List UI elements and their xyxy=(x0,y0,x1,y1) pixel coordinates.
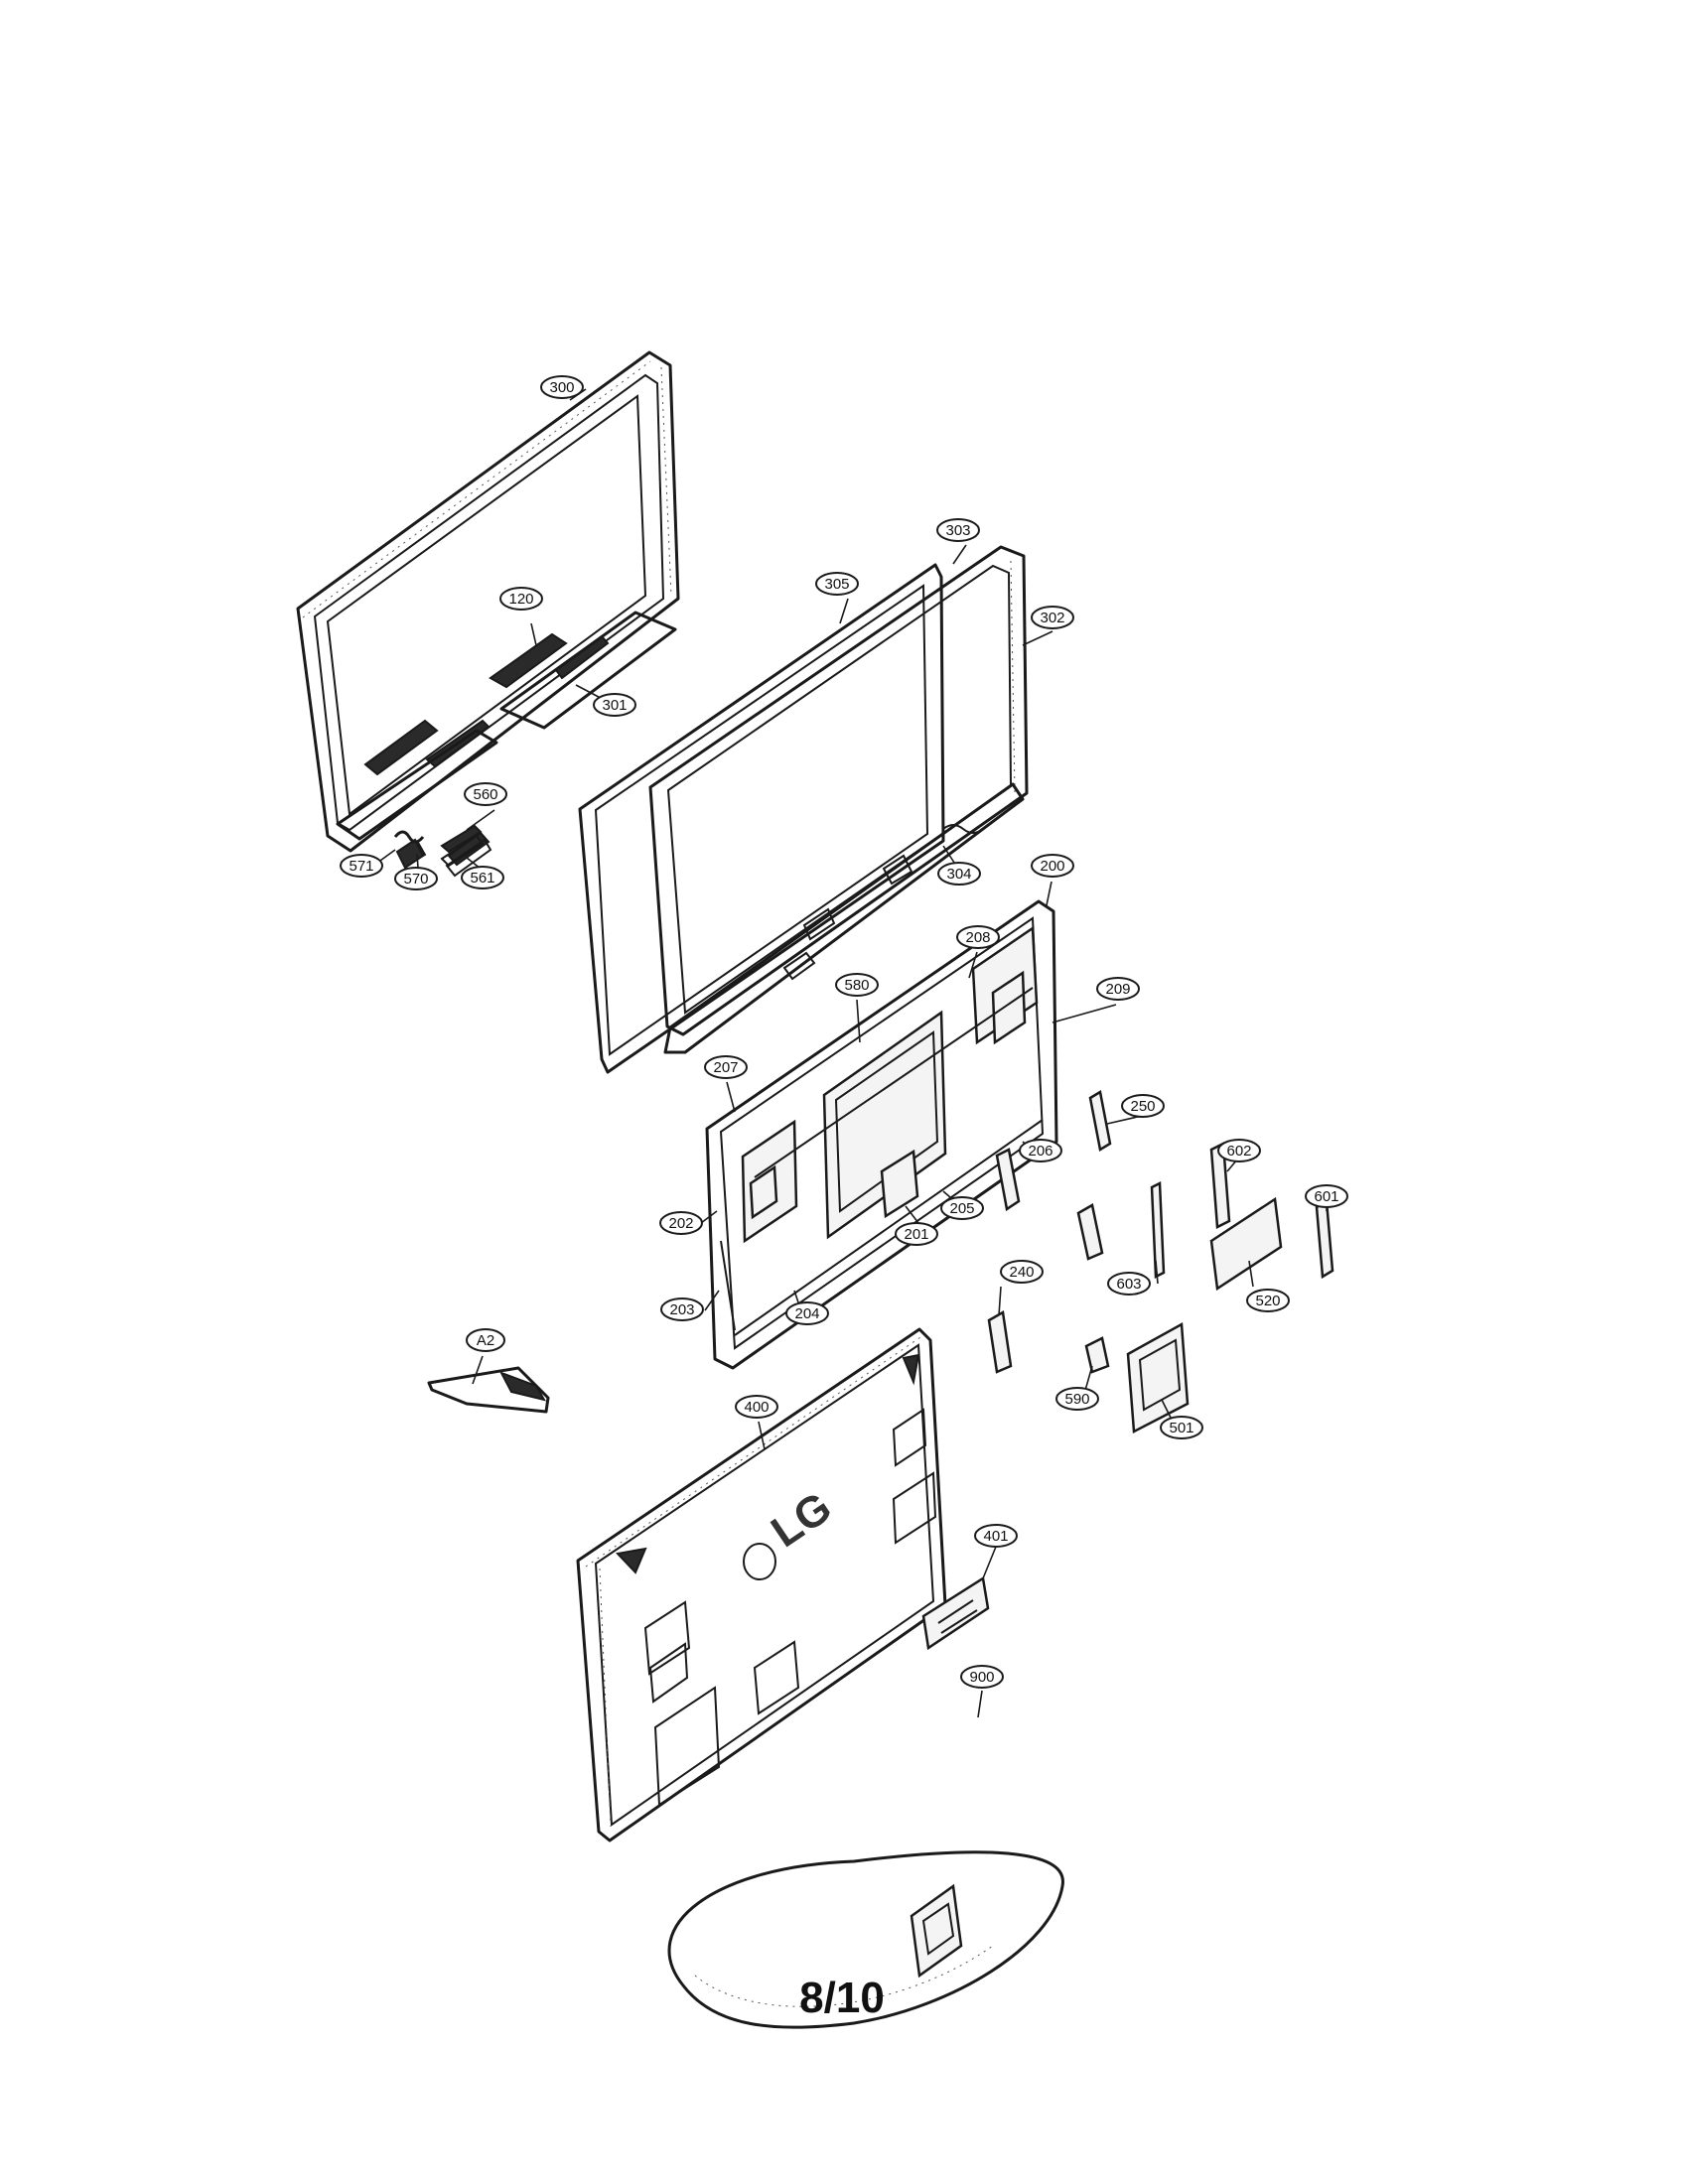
svg-text:602: 602 xyxy=(1226,1143,1251,1160)
back-cover-logo: LG xyxy=(763,1482,840,1557)
svg-text:200: 200 xyxy=(1040,858,1064,875)
callout-300: 300 xyxy=(540,375,584,399)
callout-561: 561 xyxy=(461,866,504,889)
callout-570: 570 xyxy=(394,867,438,890)
callout-401: 401 xyxy=(974,1524,1018,1548)
svg-text:120: 120 xyxy=(508,591,533,608)
svg-text:301: 301 xyxy=(602,697,627,714)
callout-560: 560 xyxy=(464,782,507,806)
svg-text:206: 206 xyxy=(1028,1143,1052,1160)
callout-208: 208 xyxy=(956,925,1000,949)
callout-305: 305 xyxy=(815,572,859,596)
svg-text:520: 520 xyxy=(1255,1293,1280,1309)
svg-text:303: 303 xyxy=(945,522,970,539)
callout-303: 303 xyxy=(936,518,980,542)
callout-203: 203 xyxy=(660,1297,704,1321)
svg-text:204: 204 xyxy=(794,1305,819,1322)
svg-text:561: 561 xyxy=(470,870,494,887)
svg-text:201: 201 xyxy=(904,1226,928,1243)
rating-label-part-401 xyxy=(921,1575,990,1651)
svg-text:560: 560 xyxy=(473,786,497,803)
part-A2 xyxy=(427,1366,550,1414)
svg-text:501: 501 xyxy=(1169,1420,1193,1436)
svg-text:203: 203 xyxy=(669,1301,694,1318)
svg-text:202: 202 xyxy=(668,1215,693,1232)
svg-text:250: 250 xyxy=(1130,1098,1155,1115)
svg-text:305: 305 xyxy=(824,576,849,593)
svg-text:302: 302 xyxy=(1040,610,1064,626)
page-number: 8/10 xyxy=(799,1974,885,2022)
svg-text:240: 240 xyxy=(1009,1264,1034,1281)
callout-201: 201 xyxy=(895,1222,938,1246)
svg-text:300: 300 xyxy=(549,379,574,396)
callout-571: 571 xyxy=(340,854,383,878)
svg-text:601: 601 xyxy=(1314,1188,1338,1205)
svg-text:208: 208 xyxy=(965,929,990,946)
callout-204: 204 xyxy=(785,1301,829,1325)
svg-text:304: 304 xyxy=(946,866,971,883)
svg-text:A2: A2 xyxy=(477,1332,494,1349)
small-parts-560-561-570-571 xyxy=(393,824,485,868)
callout-200: 200 xyxy=(1031,854,1074,878)
stand-part-900 xyxy=(667,1850,1064,2029)
callout-602: 602 xyxy=(1217,1139,1261,1162)
callouts: 300 120 301 560 571 570 561 303 xyxy=(340,375,1348,1689)
svg-text:209: 209 xyxy=(1105,981,1130,998)
callout-A2: A2 xyxy=(466,1328,505,1352)
callout-400: 400 xyxy=(735,1395,778,1419)
callout-590: 590 xyxy=(1055,1387,1099,1411)
callout-301: 301 xyxy=(593,693,636,717)
svg-text:205: 205 xyxy=(949,1200,974,1217)
svg-text:590: 590 xyxy=(1064,1391,1089,1408)
callout-206: 206 xyxy=(1019,1139,1062,1162)
panel-assembly-parts-305-303-302 xyxy=(578,545,1029,1074)
callout-209: 209 xyxy=(1096,977,1140,1001)
callout-240: 240 xyxy=(1000,1260,1044,1284)
callout-205: 205 xyxy=(940,1196,984,1220)
svg-text:207: 207 xyxy=(713,1059,738,1076)
callout-202: 202 xyxy=(659,1211,703,1235)
svg-text:603: 603 xyxy=(1116,1276,1141,1293)
callout-900: 900 xyxy=(960,1665,1004,1689)
svg-text:401: 401 xyxy=(983,1528,1008,1545)
callout-520: 520 xyxy=(1246,1289,1290,1312)
main-chassis-part-200 xyxy=(705,899,1058,1370)
front-bezel-part-300 xyxy=(296,350,680,878)
callout-304: 304 xyxy=(937,862,981,886)
callout-302: 302 xyxy=(1031,606,1074,629)
svg-text:570: 570 xyxy=(403,871,428,887)
callout-120: 120 xyxy=(499,587,543,611)
svg-text:400: 400 xyxy=(744,1399,769,1416)
svg-text:900: 900 xyxy=(969,1669,994,1686)
callout-580: 580 xyxy=(835,973,879,997)
svg-text:571: 571 xyxy=(349,858,373,875)
callout-601: 601 xyxy=(1305,1184,1348,1208)
callout-207: 207 xyxy=(704,1055,748,1079)
callout-501: 501 xyxy=(1160,1416,1203,1439)
svg-text:580: 580 xyxy=(844,977,869,994)
callout-250: 250 xyxy=(1121,1094,1165,1118)
callout-603: 603 xyxy=(1107,1272,1151,1296)
